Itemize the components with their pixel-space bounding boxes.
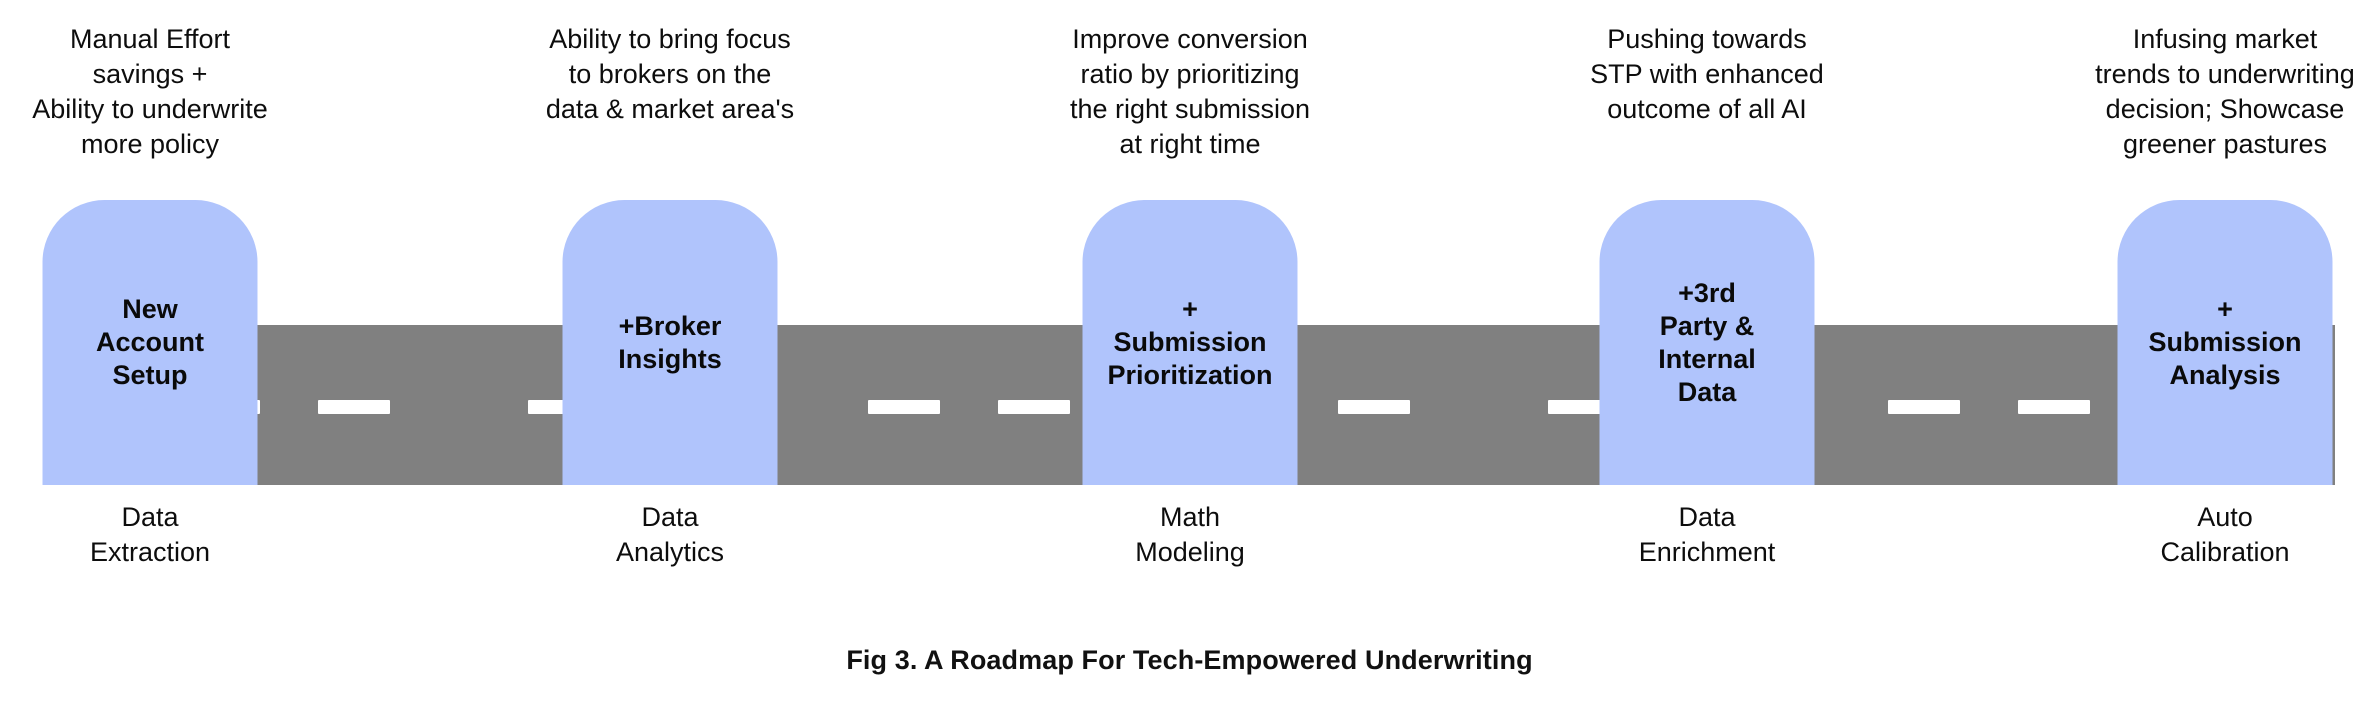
road-dash-2 <box>318 400 390 414</box>
milestone-math-modeling[interactable]: Improve conversion ratio by prioritizing… <box>975 0 1405 719</box>
milestone-card[interactable]: New Account Setup <box>42 200 258 485</box>
milestone-data-extraction[interactable]: Manual Effort savings + Ability to under… <box>0 0 365 719</box>
milestone-title: New Account Setup <box>96 294 204 390</box>
milestone-title: +Broker Insights <box>618 310 722 374</box>
road-dash-8 <box>1338 400 1410 414</box>
milestone-benefit-text: Improve conversion ratio by prioritizing… <box>1069 24 1311 159</box>
figure-caption: Fig 3. A Roadmap For Tech-Empowered Unde… <box>846 645 1533 675</box>
road-dash-5 <box>868 400 940 414</box>
milestone-title: + Submission Prioritization <box>1107 294 1273 390</box>
milestone-card[interactable]: +Broker Insights <box>562 200 778 485</box>
milestone-title: + Submission Analysis <box>2148 294 2302 390</box>
milestone-card[interactable]: +3rd Party & Internal Data <box>1599 200 1815 485</box>
milestone-benefit-text: Infusing market trends to underwriting d… <box>2095 24 2355 159</box>
milestone-category-label: Auto Calibration <box>2160 502 2290 567</box>
milestone-data-enrichment[interactable]: Pushing towards STP with enhanced outcom… <box>1492 0 1922 719</box>
milestone-category-label: Math Modeling <box>1135 502 1245 567</box>
road-dash-12 <box>2018 400 2090 414</box>
milestone-category-label: Data Analytics <box>615 502 725 567</box>
milestone-auto-calibration[interactable]: Infusing market trends to underwriting d… <box>2010 0 2379 719</box>
milestone-benefit-text: Ability to bring focus to brokers on the… <box>545 24 795 124</box>
road-dash-11 <box>1888 400 1960 414</box>
milestone-category-label: Data Enrichment <box>1638 502 1776 567</box>
milestone-card[interactable]: + Submission Analysis <box>2117 200 2333 485</box>
milestone-category-label: Data Extraction <box>89 502 211 567</box>
milestone-benefit-text: Pushing towards STP with enhanced outcom… <box>1590 24 1824 124</box>
road-dash-6 <box>998 400 1070 414</box>
milestone-benefit-text: Manual Effort savings + Ability to under… <box>32 24 268 159</box>
milestone-title: +3rd Party & Internal Data <box>1658 277 1756 407</box>
milestone-card[interactable]: + Submission Prioritization <box>1082 200 1298 485</box>
milestone-data-analytics[interactable]: Ability to bring focus to brokers on the… <box>455 0 885 719</box>
